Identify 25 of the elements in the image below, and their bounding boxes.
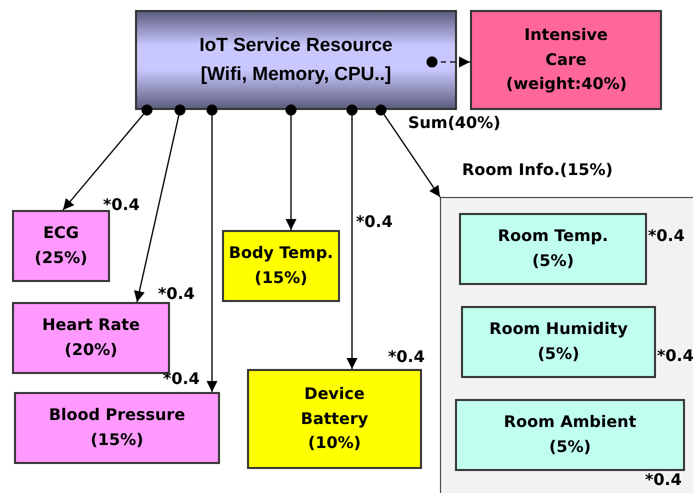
weight-box: Room Humidity (5%) — [461, 306, 656, 378]
weight-factor: *0.4 — [645, 470, 682, 489]
arrow — [346, 104, 358, 369]
weight-box: Body Temp. (15%) — [222, 230, 340, 302]
arrow — [426, 56, 470, 68]
weight-box: ECG (25%) — [12, 210, 110, 282]
arrow — [376, 104, 441, 198]
weight-factor: *0.4 — [648, 226, 685, 245]
weight-box: Device Battery (10%) — [247, 369, 422, 469]
weight-box: Heart Rate (20%) — [12, 302, 170, 374]
arrow — [134, 104, 186, 302]
weight-box: Blood Pressure (15%) — [14, 392, 220, 464]
arrow — [286, 104, 296, 230]
weight-box: Room Ambient (5%) — [455, 399, 685, 471]
weight-box: Room Temp. (5%) — [459, 213, 647, 285]
arrow — [206, 104, 218, 392]
weight-factor: *0.4 — [388, 347, 425, 366]
weight-box: Intensive Care (weight:40%) — [470, 10, 662, 110]
weight-factor: *0.4 — [158, 284, 195, 303]
weight-box: IoT Service Resource [Wifi, Memory, CPU..] — [135, 10, 457, 110]
weight-factor: *0.4 — [356, 212, 393, 231]
weight-factor: *0.4 — [657, 346, 693, 365]
group-heading: Room Info.(15%) — [462, 160, 613, 179]
sum-label: Sum(40%) — [408, 113, 501, 132]
arrow — [62, 104, 152, 210]
